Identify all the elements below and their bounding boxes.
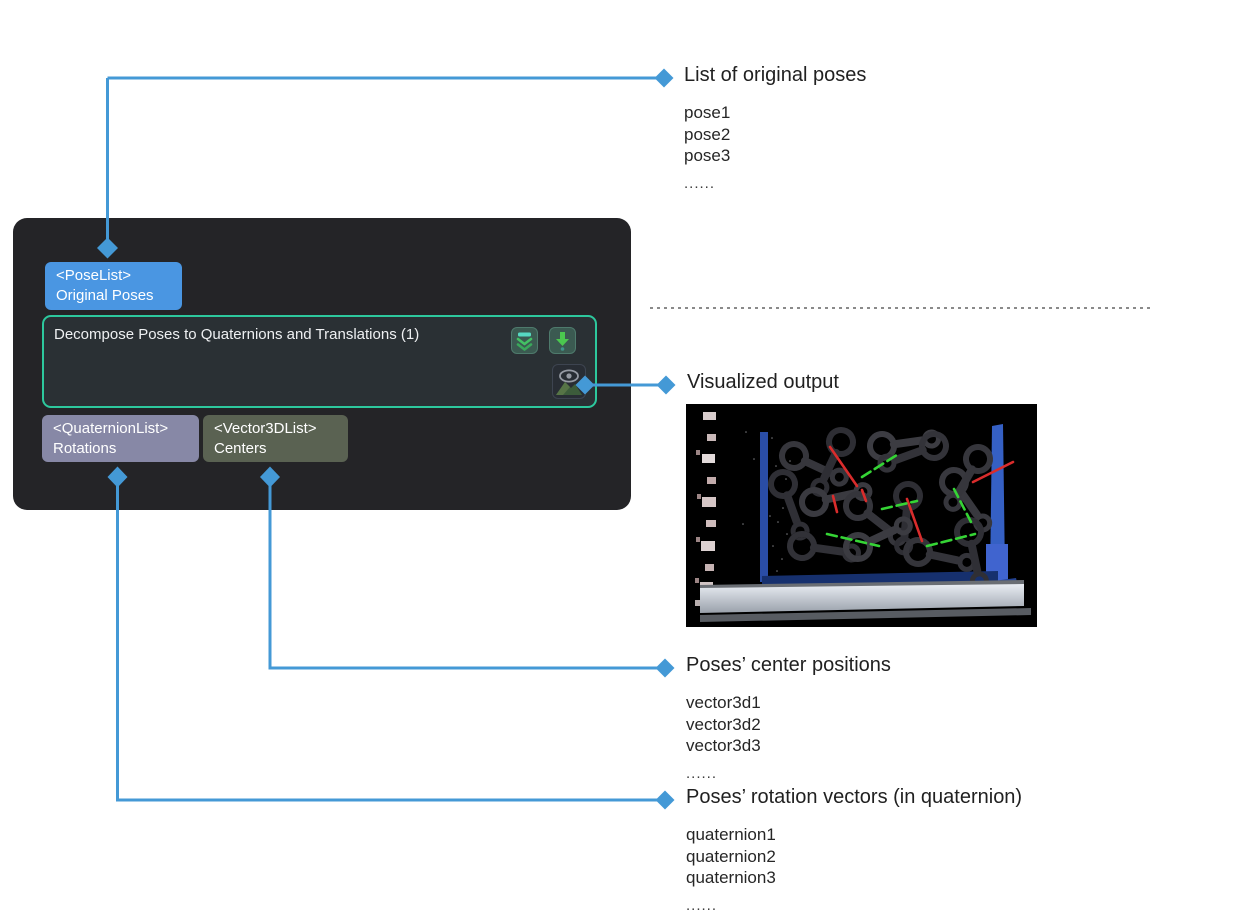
ellipsis: ...... [686,896,718,914]
visualization-eye-icon [556,369,582,395]
callout-centers-title: Poses’ center positions [686,654,891,676]
callout-rotations-list: quaternion1 quaternion2 quaternion3 ....… [686,824,1022,916]
callout-rotations-title: Poses’ rotation vectors (in quaternion) [686,786,1023,808]
callout-visualized-output-title: Visualized output [687,371,839,393]
input-port-type: <PoseList> [56,267,132,284]
list-item: vector3d2 [686,714,761,734]
output-port-centers[interactable]: <Vector3DList> Centers [203,415,348,462]
rotations-port-type: <QuaternionList> [53,419,169,437]
ellipsis: ...... [684,174,716,192]
point-cloud-image [686,404,1037,627]
centers-port-label: Centers [214,439,267,457]
input-port-label: Original Poses [56,287,154,304]
diamond-visualized-callout [656,375,676,395]
list-item: quaternion2 [686,846,776,866]
callout-original-poses: List of original poses pose1 pose2 pose3… [684,64,866,194]
list-item: quaternion3 [686,868,776,887]
callout-original-poses-title: List of original poses [684,64,867,86]
collapse-chevrons-button[interactable] [511,327,538,354]
bin-wall-right [990,424,1005,579]
list-item: pose1 [684,103,731,122]
callout-centers: Poses’ center positions vector3d1 vector… [686,654,891,784]
list-item: quaternion1 [686,825,776,844]
step-node: <PoseList> Original Poses Decompose Pose… [13,218,631,510]
bin-wall-left [760,432,768,582]
step-body[interactable]: Decompose Poses to Quaternions and Trans… [42,315,597,408]
step-title: Decompose Poses to Quaternions and Trans… [54,326,420,343]
callout-centers-list: vector3d1 vector3d2 vector3d3 ...... [686,692,891,784]
callout-rotations: Poses’ rotation vectors (in quaternion) … [686,786,1022,916]
collapse-chevrons-icon [516,332,533,351]
list-item: vector3d3 [686,736,761,755]
list-item: pose2 [684,124,731,144]
output-port-rotations[interactable]: <QuaternionList> Rotations [42,415,199,462]
list-item: pose3 [684,146,731,165]
ellipsis: ...... [686,764,718,782]
diamond-centers-callout [655,658,675,678]
dotted-separator [650,307,1153,309]
centers-port-type: <Vector3DList> [214,419,317,437]
pose-axes [825,445,1015,548]
diamond-original-poses-callout [654,68,674,88]
down-arrow-button[interactable] [549,327,576,354]
input-port-original-poses[interactable]: <PoseList> Original Poses [45,262,182,310]
down-arrow-icon [556,332,569,351]
diamond-rotations-callout [655,790,675,810]
callout-visualized-output: Visualized output [687,371,839,394]
callout-original-poses-list: pose1 pose2 pose3 ...... [684,102,866,194]
rotations-port-label: Rotations [53,439,117,457]
bottom-rail [700,580,1031,622]
visualization-button[interactable] [552,364,586,399]
list-item: vector3d1 [686,693,761,712]
